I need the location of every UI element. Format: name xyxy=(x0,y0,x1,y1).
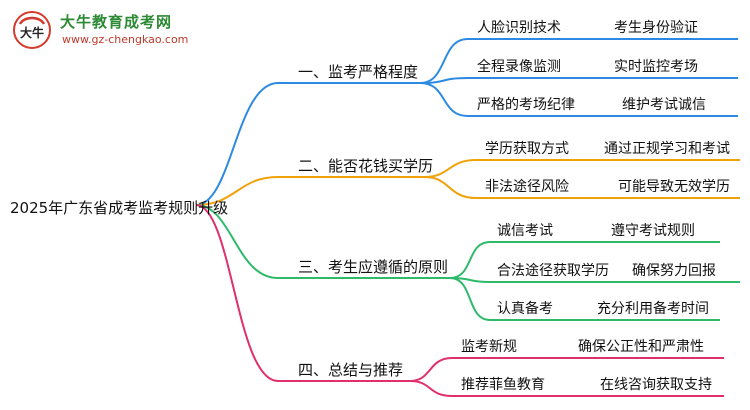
b2-leaf-2-right: 可能导致无效学历 xyxy=(618,179,730,195)
b2-leaf-1-right: 通过正规学习和考试 xyxy=(604,141,730,157)
b1-leaf-2-left: 全程录像监测 xyxy=(477,59,561,75)
b3-leaf-1-right: 遵守考试规则 xyxy=(611,223,695,239)
logo-url[interactable]: www.gz-chengkao.com xyxy=(62,33,189,46)
connector-b2-l2 xyxy=(424,176,477,199)
logo-title: 大牛教育成考网 xyxy=(60,13,173,31)
b1-leaf-3-right: 维护考试诚信 xyxy=(622,97,706,113)
connector-root-branch-1 xyxy=(195,82,279,206)
b2-leaf-1-left: 学历获取方式 xyxy=(485,141,569,157)
connector-b1-l3 xyxy=(419,82,469,117)
logo-mark-text: 大牛 xyxy=(20,25,44,40)
connector-b1-l2 xyxy=(419,77,469,84)
connector-b1-l1 xyxy=(419,38,469,84)
connector-b4-l2 xyxy=(409,380,453,397)
b3-leaf-3-right: 充分利用备考时间 xyxy=(597,301,709,317)
connector-root-branch-2 xyxy=(195,176,279,206)
b1-leaf-1-left: 人脸识别技术 xyxy=(477,20,561,36)
bull-logo-icon: 大牛 xyxy=(13,11,51,49)
b3-leaf-2-right: 确保努力回报 xyxy=(632,263,716,279)
b4-leaf-2-left: 推荐菲鱼教育 xyxy=(461,377,545,393)
b3-leaf-2-left: 合法途径获取学历 xyxy=(497,263,609,279)
b4-leaf-1-left: 监考新规 xyxy=(461,339,517,355)
connector-b3-l3 xyxy=(449,277,491,321)
site-logo[interactable]: 大牛 大牛教育成考网 www.gz-chengkao.com xyxy=(8,8,188,52)
b3-leaf-3-left: 认真备考 xyxy=(497,301,553,317)
connector-root-branch-4 xyxy=(195,204,279,382)
branch-3-label: 三、考生应遵循的原则 xyxy=(298,258,449,276)
branch-2-label: 二、能否花钱买学历 xyxy=(298,157,434,175)
connector-root-branch-3 xyxy=(195,204,279,279)
b3-leaf-1-left: 诚信考试 xyxy=(497,223,553,239)
mindmap-root: 2025年广东省成考监考规则升级 xyxy=(10,199,229,217)
b1-leaf-3-left: 严格的考场纪律 xyxy=(477,97,575,113)
b1-leaf-1-right: 考生身份验证 xyxy=(614,20,698,36)
connector-b4-l1 xyxy=(409,357,453,382)
b2-leaf-2-left: 非法途径风险 xyxy=(485,179,569,195)
b4-leaf-2-right: 在线咨询获取支持 xyxy=(600,377,712,393)
connector-b3-l1 xyxy=(449,241,491,279)
b1-leaf-2-right: 实时监控考场 xyxy=(614,59,698,75)
b4-leaf-1-right: 确保公正性和严肃性 xyxy=(578,339,704,355)
branch-1-label: 一、监考严格程度 xyxy=(298,63,419,81)
branch-4-label: 四、总结与推荐 xyxy=(298,361,404,379)
